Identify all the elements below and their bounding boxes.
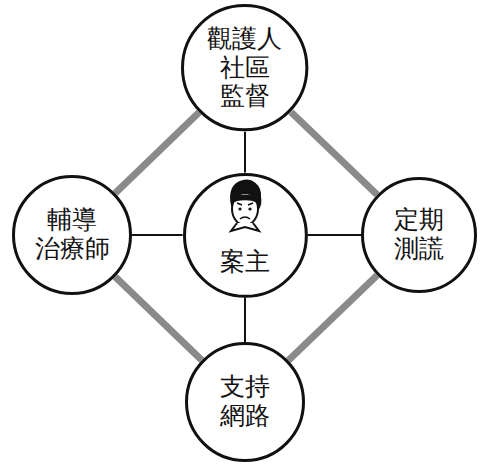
circle-outline: [183, 173, 308, 298]
ring-line: [291, 112, 377, 195]
circle-node: 觀護人 社區 監督: [181, 4, 308, 131]
link-line: [132, 234, 183, 236]
ring-line: [115, 277, 202, 361]
node-label: 案主: [204, 248, 287, 277]
link-line: [307, 234, 361, 236]
link-line: [244, 132, 246, 173]
node-label: 觀護人 社區 監督: [204, 25, 287, 111]
ring-line: [288, 275, 377, 360]
node-label: 輔導 治療師: [31, 206, 114, 264]
node-label: 定期 測謊: [378, 206, 461, 264]
ring-line: [115, 112, 199, 193]
circle-node: 案主: [183, 173, 308, 298]
circle-node: 支持 網路: [185, 342, 305, 462]
circle-node: 定期 測謊: [361, 177, 477, 293]
circle-node: 輔導 治療師: [12, 175, 132, 295]
link-line: [244, 297, 246, 342]
node-label: 支持 網路: [204, 373, 287, 431]
